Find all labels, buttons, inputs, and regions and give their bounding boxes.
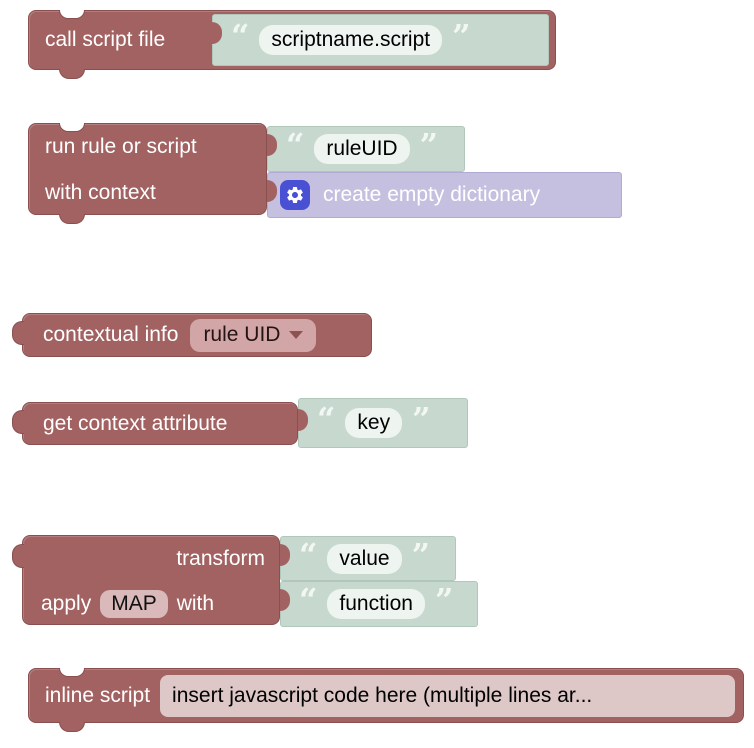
inline-script-code-text: insert javascript code here (multiple li…	[172, 683, 593, 707]
apply-label: apply	[41, 591, 92, 615]
function-field[interactable]: function	[327, 589, 425, 619]
next-connection-tab	[59, 69, 85, 79]
block-row: call script file	[29, 11, 555, 69]
close-quote-icon: ”	[452, 17, 471, 55]
transformation-type-field[interactable]: MAP	[100, 589, 168, 618]
block-run-rule-or-script[interactable]: run rule or script with context “ ruleUI…	[28, 123, 622, 224]
output-connection-tab	[12, 410, 24, 434]
next-connection-tab	[59, 722, 85, 732]
input-socket	[298, 409, 308, 431]
with-label: with	[176, 591, 215, 615]
close-quote-icon: ”	[411, 535, 431, 574]
close-quote-icon: ”	[412, 400, 431, 438]
block-label: transform	[176, 546, 265, 570]
inline-script-code-field[interactable]: insert javascript code here (multiple li…	[160, 674, 735, 717]
open-quote-icon: “	[286, 126, 305, 164]
value-field[interactable]: value	[327, 543, 402, 574]
open-quote-icon: “	[299, 581, 318, 619]
block-inline-script[interactable]: inline script insert javascript code her…	[28, 668, 744, 732]
string-block-function[interactable]: “ function ”	[280, 581, 478, 627]
input-socket	[267, 134, 277, 156]
rule-uid-field[interactable]: ruleUID	[314, 134, 410, 164]
string-block-scriptname[interactable]: “ scriptname.script ”	[212, 14, 549, 66]
string-block-value[interactable]: “ value ”	[280, 536, 456, 581]
output-connection-tab	[12, 544, 24, 568]
string-block-rule-uid[interactable]: “ ruleUID ”	[267, 126, 465, 172]
open-quote-icon: “	[317, 400, 336, 438]
output-connection-tab	[12, 321, 24, 345]
block-label: call script file	[45, 28, 166, 51]
block-row: contextual info rule UID	[23, 314, 371, 356]
input-socket	[212, 22, 222, 44]
key-field[interactable]: key	[345, 408, 403, 438]
input-socket	[280, 589, 290, 611]
block-row: inline script insert javascript code her…	[29, 669, 743, 722]
block-row: apply MAP with	[23, 581, 279, 626]
block-label: run rule or script	[45, 135, 197, 158]
block-row: get context attribute	[23, 403, 297, 444]
dropdown-arrow-icon	[289, 331, 304, 339]
block-row: transform	[23, 536, 279, 581]
close-quote-icon: ”	[419, 126, 438, 164]
block-row: with context	[29, 170, 266, 216]
block-call-script-file[interactable]: call script file “ scriptname.script ”	[28, 10, 556, 79]
block-label: contextual info	[43, 323, 179, 346]
block-get-context-attribute[interactable]: get context attribute “ key ”	[12, 398, 468, 448]
string-block-key[interactable]: “ key ”	[298, 398, 468, 448]
input-socket	[280, 544, 290, 566]
block-row: run rule or script	[29, 124, 266, 170]
block-label: get context attribute	[43, 411, 228, 435]
open-quote-icon: “	[299, 535, 318, 574]
dropdown-selected-option: rule UID	[203, 323, 281, 346]
open-quote-icon: “	[231, 17, 250, 55]
block-contextual-info[interactable]: contextual info rule UID	[12, 313, 372, 357]
gear-icon[interactable]	[280, 180, 310, 210]
input-socket	[267, 180, 277, 202]
contextual-info-dropdown[interactable]: rule UID	[190, 318, 317, 352]
close-quote-icon: ”	[434, 581, 454, 619]
dictionary-block-label: create empty dictionary	[323, 183, 541, 206]
block-transform[interactable]: transform apply MAP with “ value ” “ fun…	[12, 535, 478, 627]
create-empty-dictionary-block[interactable]: create empty dictionary	[267, 172, 622, 218]
next-connection-tab	[59, 214, 85, 224]
with-context-label: with context	[45, 181, 156, 204]
script-name-field[interactable]: scriptname.script	[259, 25, 443, 55]
block-label: inline script	[45, 683, 151, 707]
